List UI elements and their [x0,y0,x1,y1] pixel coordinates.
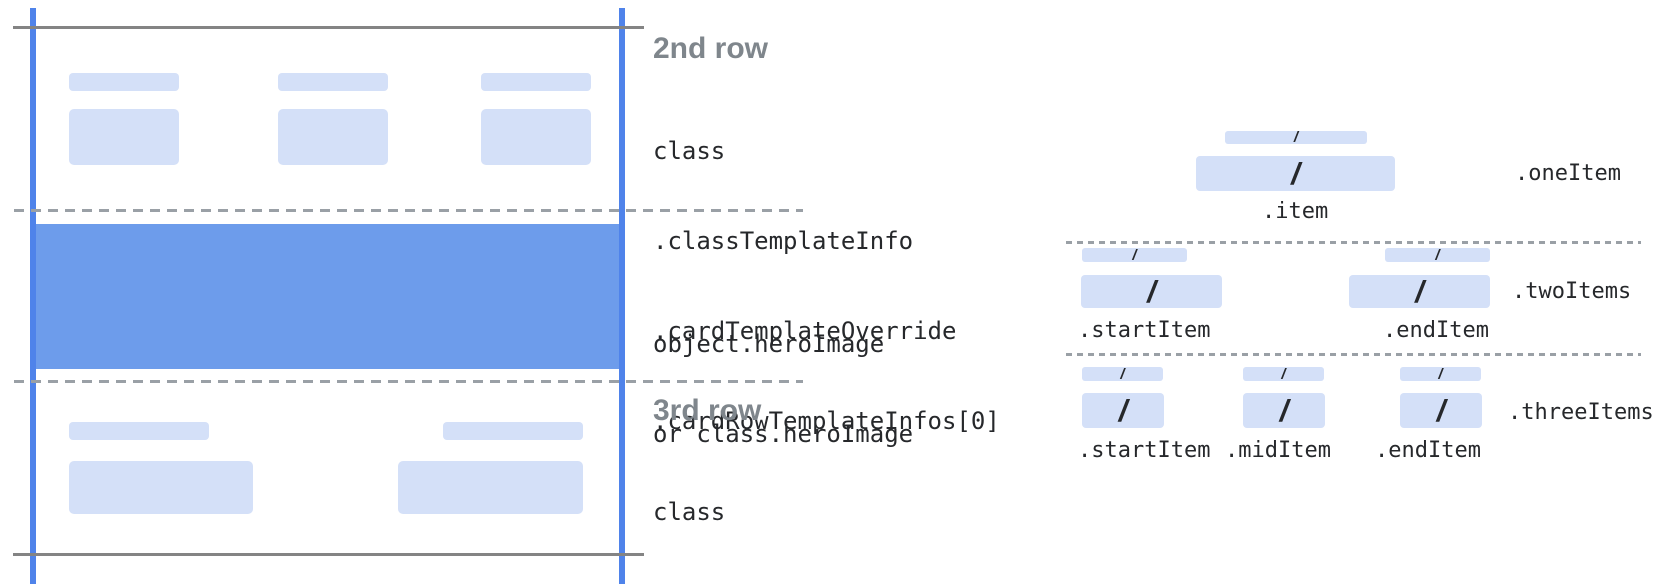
separator-slash: / [1118,393,1128,428]
row3-left-label-placeholder [69,422,209,440]
separator-slash: / [1293,129,1299,146]
separator-slash: / [1281,365,1286,383]
card-right-guide-line [619,8,625,584]
hero-field-path: object.heroImage or class.heroImage [653,269,913,509]
separator-slash: / [1438,365,1443,383]
separator-slash: / [1147,274,1156,309]
separator-slash: / [1436,393,1446,428]
row2-col1-value-placeholder [69,109,179,165]
twoitems-layout-label: .twoItems [1512,279,1632,304]
oneitem-item-label-bar: / [1225,129,1367,146]
separator-slash: / [1291,156,1300,191]
row3-right-label-placeholder [443,422,583,440]
separator-slash: / [1279,393,1289,428]
twoitems-startitem-label: .startItem [1078,318,1211,343]
row2-col3-label-placeholder [481,73,591,91]
row2-path-line: .cardRowTemplateInfos[0] [653,407,1000,435]
oneitem-twoitems-divider-dashed-line [1066,241,1641,244]
twoitems-start-value-bar: / [1081,275,1222,308]
row2-field-path: class .classTemplateInfo .cardTemplateOv… [653,76,1000,496]
threeitems-start-label-bar: / [1082,365,1163,383]
separator-slash: / [1120,365,1125,383]
row3-right-value-placeholder [398,461,583,514]
twoitems-end-value-bar: / [1349,275,1490,308]
twoitems-start-label-bar: / [1082,246,1187,264]
twoitems-threeitems-divider-dashed-line [1066,353,1641,356]
row2-col3-value-placeholder [481,109,591,165]
threeitems-layout-label: .threeItems [1508,400,1654,425]
card-top-line [13,26,644,29]
card-bottom-line [13,553,644,556]
hero-path-line: or class.heroImage [653,420,914,448]
twoitems-end-label-bar: / [1385,246,1490,264]
threeitems-mid-label-bar: / [1243,365,1324,383]
row3-path-line: class [653,498,726,526]
threeitems-miditem-label: .midItem [1225,438,1331,463]
threeitems-start-value-bar: / [1082,393,1164,428]
row2-heading: 2nd row [653,32,769,65]
row3-field-path: class .classTemplateInfo .cardTemplateOv… [653,437,1000,584]
threeitems-end-label-bar: / [1400,365,1481,383]
card-left-guide-line [30,8,36,584]
row2-path-line: .cardTemplateOverride [653,317,957,345]
threeitems-startitem-label: .startItem [1078,438,1211,463]
hero-path-line: object.heroImage [653,330,885,358]
row2-col2-value-placeholder [278,109,388,165]
hero-row3-divider-dashed-line [14,380,803,383]
row2-col1-label-placeholder [69,73,179,91]
oneitem-item-label: .item [1262,199,1329,224]
row3-heading: 3rd row [653,394,762,427]
oneitem-layout-label: .oneItem [1515,161,1621,186]
hero-image-band [36,224,619,369]
row2-hero-divider-dashed-line [14,209,803,212]
threeitems-enditem-label: .endItem [1375,438,1481,463]
row2-path-line: .classTemplateInfo [653,227,914,255]
separator-slash: / [1132,246,1137,264]
separator-slash: / [1415,274,1424,309]
twoitems-enditem-label: .endItem [1383,318,1489,343]
row2-path-line: class [653,137,726,165]
oneitem-item-value-bar: / [1196,156,1395,191]
row3-left-value-placeholder [69,461,253,514]
threeitems-mid-value-bar: / [1243,393,1325,428]
threeitems-end-value-bar: / [1400,393,1482,428]
separator-slash: / [1435,246,1440,264]
row2-col2-label-placeholder [278,73,388,91]
